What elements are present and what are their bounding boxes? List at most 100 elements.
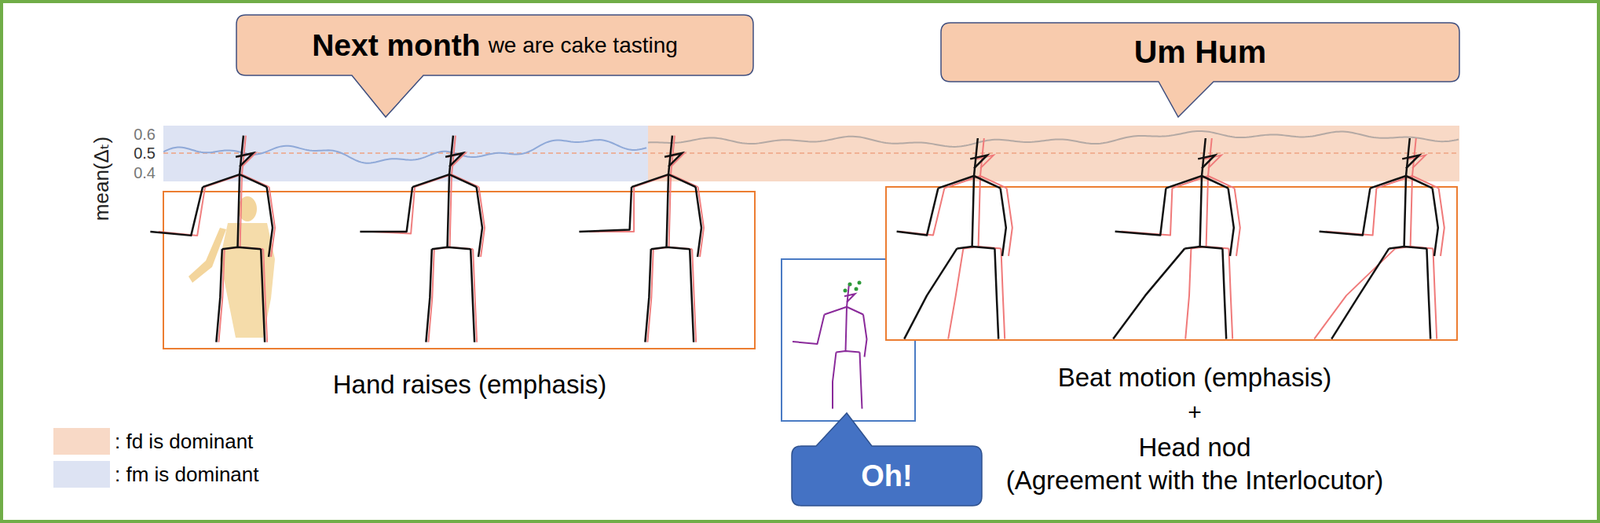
skeleton-bone	[1185, 248, 1191, 339]
skeleton-head	[1197, 155, 1216, 169]
skeleton-bone	[689, 248, 694, 343]
skeleton-bone	[956, 246, 995, 249]
legend-item: : fd is dominant	[53, 428, 368, 455]
skeleton-bone	[412, 174, 477, 187]
skeleton-bone	[994, 248, 999, 339]
skeleton-bone	[1222, 248, 1227, 339]
skeleton-head	[1402, 155, 1420, 169]
plot-line	[648, 131, 1459, 147]
skeleton-bone	[899, 188, 945, 236]
skeleton-bone	[1438, 188, 1445, 257]
skeleton-bone	[1115, 188, 1167, 236]
skeleton-bone	[792, 314, 825, 345]
legend-text: : fm is dominant	[114, 462, 260, 487]
skeleton-bone	[432, 247, 471, 249]
skeleton-bone	[578, 186, 632, 232]
head-point	[843, 289, 848, 293]
speech-text: we are cake tasting	[488, 32, 678, 59]
skeleton-bone	[1319, 188, 1371, 236]
plot-line	[163, 139, 647, 164]
caption-text: Hand raises (emphasis)	[333, 369, 607, 400]
skeleton-bone	[1369, 175, 1432, 189]
skeleton-bone	[267, 186, 273, 257]
skeleton-bone	[1388, 246, 1427, 249]
legend-text: : fd is dominant	[114, 429, 253, 455]
skeleton-bone	[470, 248, 475, 343]
skeleton-head	[844, 293, 856, 303]
skeleton-head	[970, 155, 988, 169]
caption-text: Beat motion (emphasis)	[1058, 362, 1332, 393]
skeleton-bone	[1200, 138, 1206, 247]
skeleton-bone	[860, 352, 863, 410]
skeleton-bone	[897, 188, 939, 236]
skeleton-bone	[948, 248, 963, 339]
skeleton-bone	[447, 135, 454, 248]
skeleton-bone	[150, 186, 203, 236]
skeleton-head	[235, 153, 253, 167]
speech-text: Oh!	[860, 459, 912, 494]
skeleton-bone	[1184, 246, 1223, 249]
tick-label: 0.5	[133, 144, 156, 163]
skeleton-bone	[1000, 248, 1005, 339]
head-point	[848, 282, 853, 287]
skeleton-bone	[202, 174, 268, 187]
figure-panel	[886, 186, 1458, 341]
skeleton-bone	[1314, 248, 1395, 339]
bubble-outline	[791, 413, 982, 506]
skeleton-bone	[1000, 188, 1007, 257]
skeleton-bone	[1426, 248, 1431, 339]
legend-swatch	[53, 428, 110, 455]
skeleton-bone	[1234, 188, 1241, 257]
skeleton-bone	[1404, 138, 1410, 247]
skeleton-bone	[1331, 248, 1389, 339]
head-point	[857, 281, 862, 286]
skeleton-bone	[978, 138, 985, 247]
plot-line	[163, 131, 1459, 164]
speech-text: Um Hum	[1134, 33, 1267, 71]
skeleton-bone	[216, 248, 222, 343]
skeleton-bone	[644, 248, 651, 343]
skeleton-bone	[824, 307, 865, 315]
skeleton-bone	[1432, 248, 1437, 339]
skeleton-bone	[651, 247, 690, 249]
skeleton-bone	[863, 314, 868, 358]
skeleton-bone	[1113, 248, 1185, 339]
bubble-outline	[940, 22, 1460, 118]
skeleton-bone	[972, 138, 978, 247]
speech-bubble: Um Hum	[940, 22, 1460, 82]
skeleton-bone	[1228, 188, 1234, 257]
skeleton-bone	[589, 186, 634, 232]
threshold-line	[163, 152, 1460, 154]
skeleton-bone	[937, 175, 1000, 189]
skeleton-bone	[845, 283, 850, 352]
skeleton-head	[445, 153, 463, 167]
axis-label: mean(Δₜ)	[89, 135, 114, 220]
head-point	[854, 287, 859, 292]
skeleton-bone	[158, 186, 206, 236]
tick-label: 0.6	[133, 125, 156, 144]
skeleton-bone	[372, 186, 415, 234]
tick-label: 0.4	[133, 164, 156, 183]
speech-text: Next month	[311, 28, 481, 63]
skeleton-bone	[414, 174, 480, 187]
skeleton-bone	[904, 248, 957, 339]
skeleton-bone	[1432, 188, 1439, 257]
skeleton-bone	[1410, 138, 1417, 247]
skeleton-bone	[476, 186, 483, 257]
caption-text: (Agreement with the Interlocutor)	[1006, 465, 1384, 496]
speech-bubble: Oh!	[791, 446, 982, 506]
legend-swatch	[53, 461, 110, 488]
skeleton-bone	[1206, 138, 1212, 247]
skeleton-bone	[633, 174, 699, 187]
skeleton-bone	[695, 186, 702, 257]
skeleton-bone	[666, 135, 673, 248]
skeleton-bone	[832, 352, 837, 410]
skeleton-bone	[425, 248, 432, 343]
skeleton-bone	[1165, 175, 1228, 189]
caption-text: +	[1187, 399, 1202, 426]
skeleton-bone	[1006, 188, 1013, 257]
skeletons	[150, 135, 1444, 410]
skeleton-bone	[359, 186, 413, 232]
skeleton-bone	[237, 135, 244, 248]
